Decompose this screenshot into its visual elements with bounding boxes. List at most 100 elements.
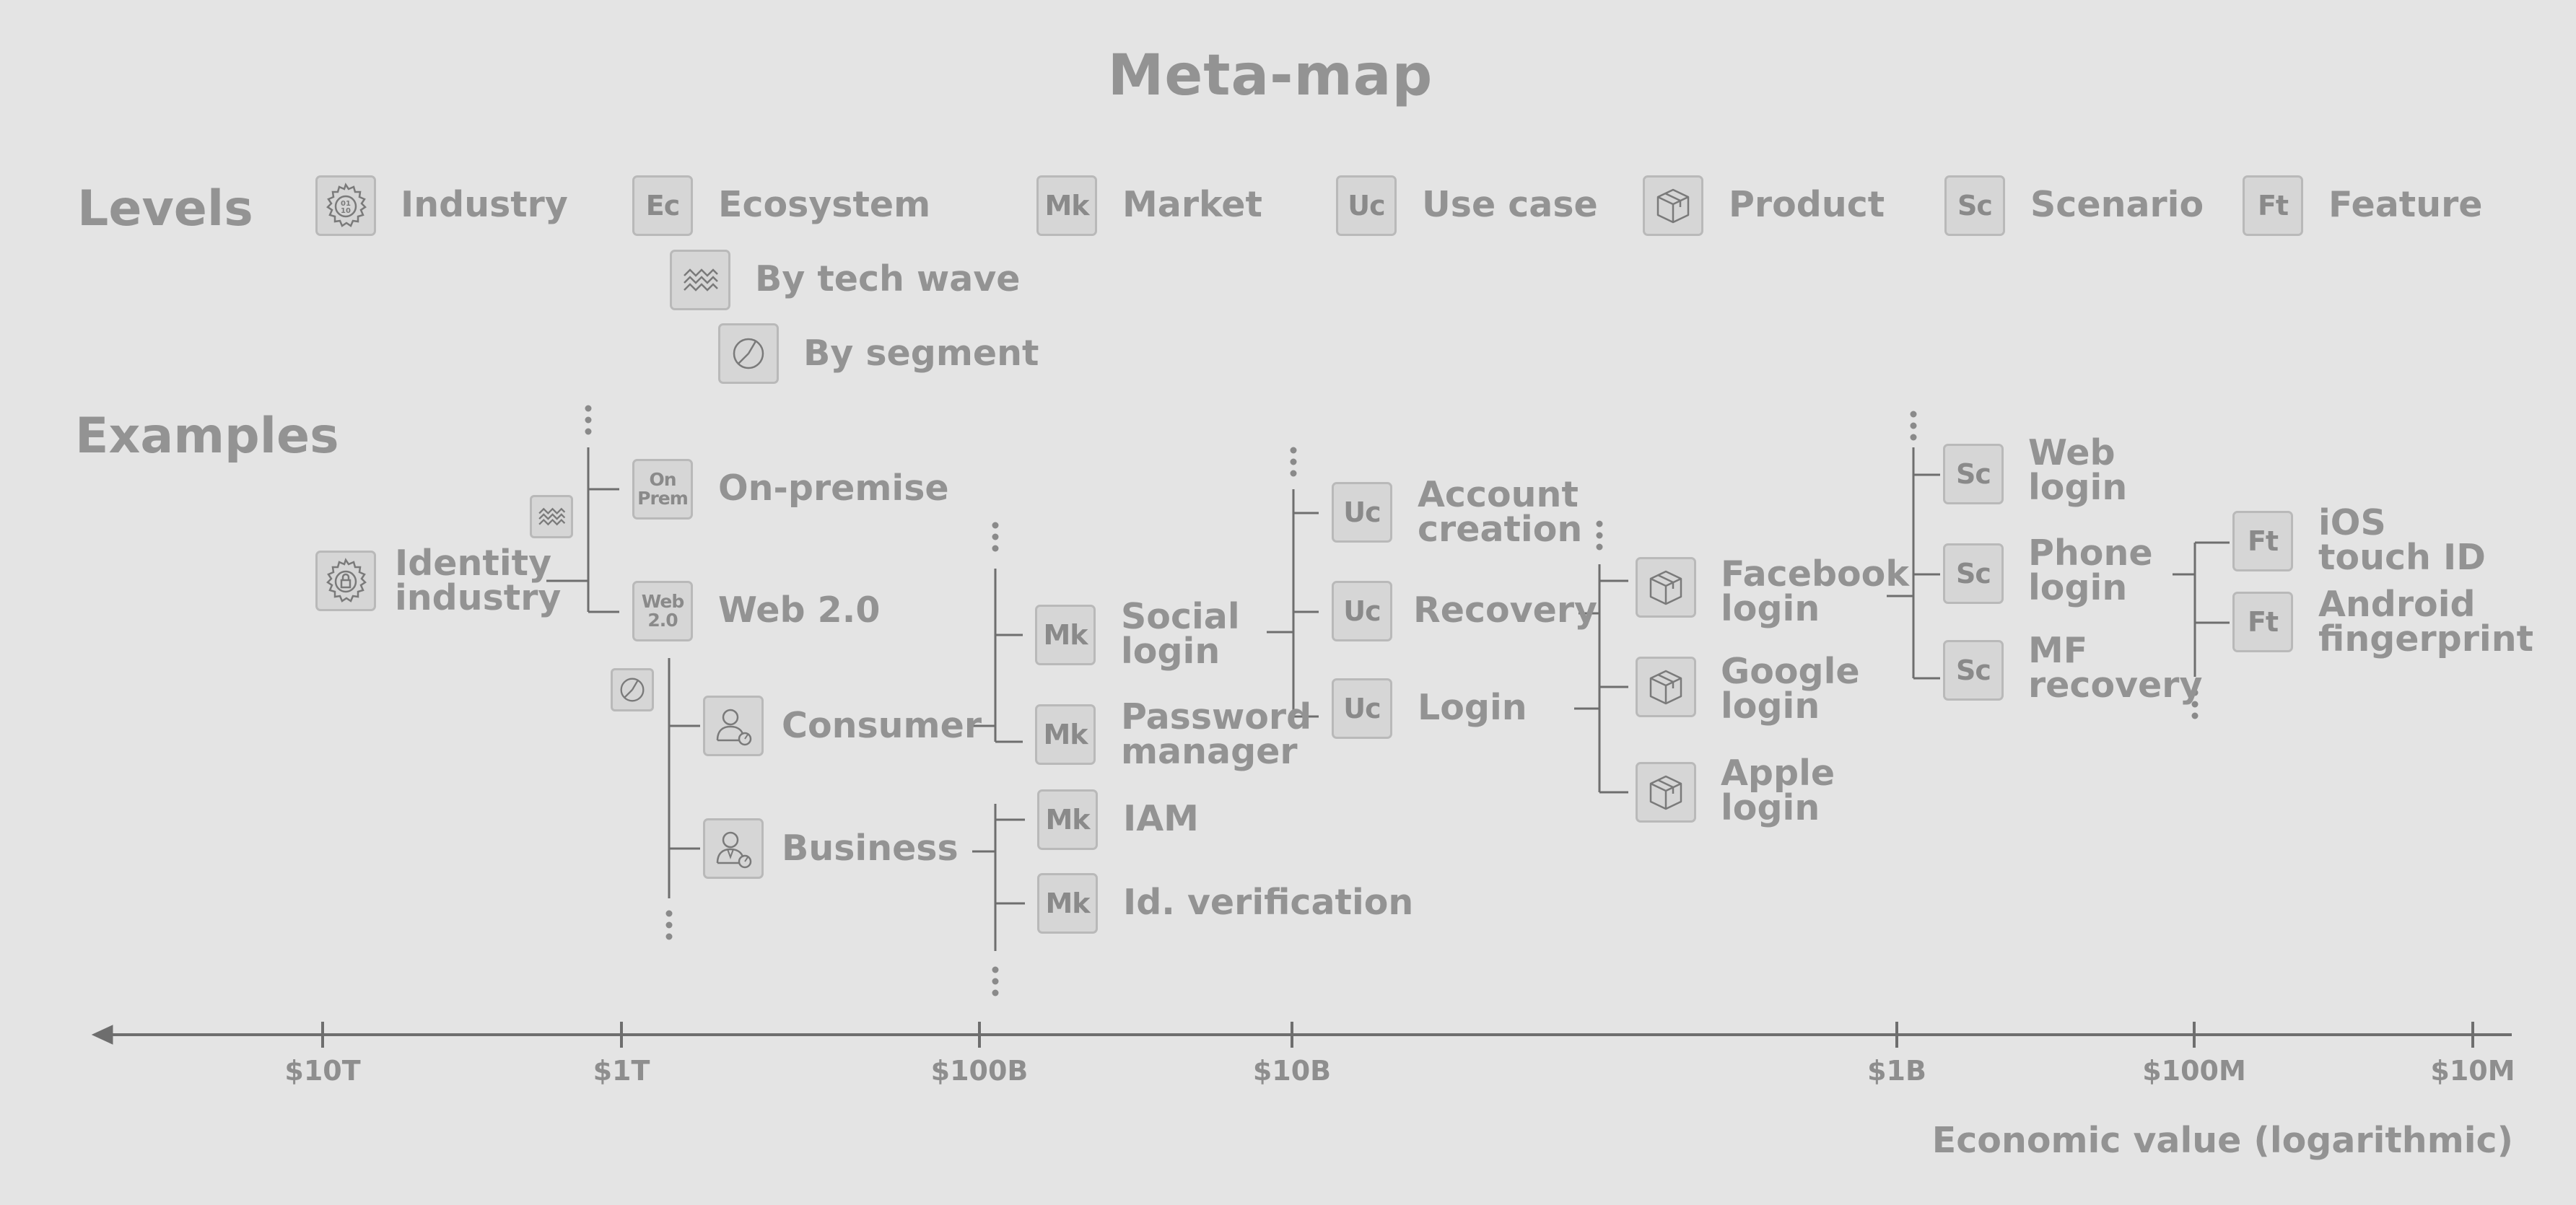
on-premise-abbr: On Prem <box>637 469 689 509</box>
password-manager-label: Password manager <box>1121 696 1312 772</box>
axis-tick-label: $10T <box>284 1055 361 1087</box>
account-creation-abbr: Uc <box>1343 496 1381 528</box>
id-verification-abbr: Mk <box>1045 888 1090 919</box>
package-box-icon <box>1649 775 1682 810</box>
id-verification-badge: Mk <box>1037 873 1098 934</box>
recovery-abbr: Uc <box>1343 595 1381 627</box>
phone-login-badge: Sc <box>1943 543 2004 604</box>
mf-recovery-label: MF recovery <box>2028 630 2203 706</box>
web-login-abbr: Sc <box>1956 458 1991 490</box>
login-badge: Uc <box>1332 678 1392 739</box>
account-creation-label: Account creation <box>1418 474 1583 550</box>
android-fingerprint-badge: Ft <box>2232 592 2293 652</box>
apple-login-label: Apple login <box>1721 753 1835 828</box>
level-industry-label: Industry <box>401 184 568 225</box>
svg-text:10: 10 <box>341 207 351 215</box>
segment-mini-badge <box>611 668 654 711</box>
level-use-case-label: Use case <box>1422 184 1598 225</box>
web-2-abbr: Web 2.0 <box>641 591 685 631</box>
iam-badge: Mk <box>1037 789 1098 850</box>
axis-tick-label: $1B <box>1867 1055 1926 1087</box>
axis-tick-label: $10B <box>1252 1055 1332 1087</box>
phone-login-label: Phone login <box>2028 533 2153 608</box>
recovery-label: Recovery <box>1413 590 1597 631</box>
sub-level-segment-label: By segment <box>803 333 1039 374</box>
wave-lines-icon <box>538 507 566 526</box>
phone-login-abbr: Sc <box>1956 558 1991 590</box>
svg-text:01: 01 <box>341 200 351 208</box>
password-manager-badge: Mk <box>1035 704 1096 765</box>
level-use-case-abbr: Uc <box>1348 190 1385 222</box>
package-box-icon <box>1649 670 1682 705</box>
facebook-login-badge <box>1636 557 1696 618</box>
levels-heading: Levels <box>77 180 253 237</box>
google-login-badge <box>1636 657 1696 717</box>
level-scenario-abbr: Sc <box>1957 190 1993 222</box>
android-fingerprint-abbr: Ft <box>2247 606 2279 638</box>
sub-level-tech-wave-label: By tech wave <box>755 258 1021 299</box>
level-feature-badge: Ft <box>2243 175 2303 236</box>
iam-abbr: Mk <box>1045 804 1090 836</box>
level-scenario-badge: Sc <box>1944 175 2005 236</box>
web-login-label: Web login <box>2028 432 2128 508</box>
web-login-badge: Sc <box>1943 444 2004 504</box>
on-premise-badge: On Prem <box>632 459 693 520</box>
segment-badge <box>718 323 779 384</box>
person-business-icon <box>716 831 752 869</box>
level-product-label: Product <box>1729 184 1885 225</box>
web-2-label: Web 2.0 <box>718 590 881 631</box>
ios-touch-id-label: iOS touch ID <box>2318 502 2486 578</box>
id-verification-label: Id. verification <box>1123 882 1414 923</box>
business-label: Business <box>782 828 959 869</box>
level-scenario-label: Scenario <box>2030 184 2204 225</box>
mf-recovery-abbr: Sc <box>1956 654 1991 686</box>
level-market-label: Market <box>1122 184 1262 225</box>
examples-heading: Examples <box>75 408 339 465</box>
social-login-badge: Mk <box>1035 605 1096 665</box>
wave-lines-icon <box>684 268 718 292</box>
social-login-abbr: Mk <box>1043 619 1088 651</box>
consumer-badge <box>703 696 764 756</box>
package-box-icon <box>1649 570 1682 605</box>
consumer-label: Consumer <box>782 705 982 746</box>
facebook-login-label: Facebook login <box>1721 553 1909 629</box>
pie-segment-icon <box>620 678 645 702</box>
level-product-badge <box>1643 175 1703 236</box>
google-login-label: Google login <box>1721 651 1860 727</box>
on-premise-label: On-premise <box>718 468 949 509</box>
level-market-badge: Mk <box>1036 175 1097 236</box>
continuation-dots <box>585 405 2199 996</box>
identity-industry-gear-icon <box>315 551 376 611</box>
android-fingerprint-label: Android fingerprint <box>2318 584 2534 660</box>
account-creation-badge: Uc <box>1332 482 1392 543</box>
axis-tick-label: $10M <box>2430 1055 2515 1087</box>
example-industry-label: Identity industry <box>395 543 562 618</box>
level-ecosystem-abbr: Ec <box>645 190 680 222</box>
business-badge <box>703 818 764 879</box>
person-consumer-icon <box>716 709 752 746</box>
level-feature-label: Feature <box>2328 184 2483 225</box>
apple-login-badge <box>1636 762 1696 823</box>
social-login-label: Social login <box>1121 596 1240 672</box>
axis-tick-label: $100M <box>2142 1055 2246 1087</box>
recovery-badge: Uc <box>1332 581 1392 641</box>
gear-badge-icon: 01 10 <box>326 183 367 227</box>
axis-tick-label: $1T <box>593 1055 650 1087</box>
package-box-icon <box>1656 188 1690 224</box>
gear-lock-icon <box>326 558 367 602</box>
axis-arrow-left-icon <box>91 1025 113 1045</box>
password-manager-abbr: Mk <box>1043 719 1088 750</box>
level-use-case-badge: Uc <box>1336 175 1397 236</box>
web-2-badge: Web 2.0 <box>632 581 693 641</box>
iam-label: IAM <box>1123 798 1199 839</box>
axis-title: Economic value (logarithmic) <box>1931 1120 2513 1161</box>
tech-wave-badge <box>670 250 730 310</box>
ios-touch-id-abbr: Ft <box>2247 525 2279 557</box>
level-market-abbr: Mk <box>1044 190 1089 222</box>
login-abbr: Uc <box>1343 693 1381 724</box>
mf-recovery-badge: Sc <box>1943 640 2004 701</box>
login-label: Login <box>1418 687 1527 728</box>
pie-segment-icon <box>733 338 764 369</box>
